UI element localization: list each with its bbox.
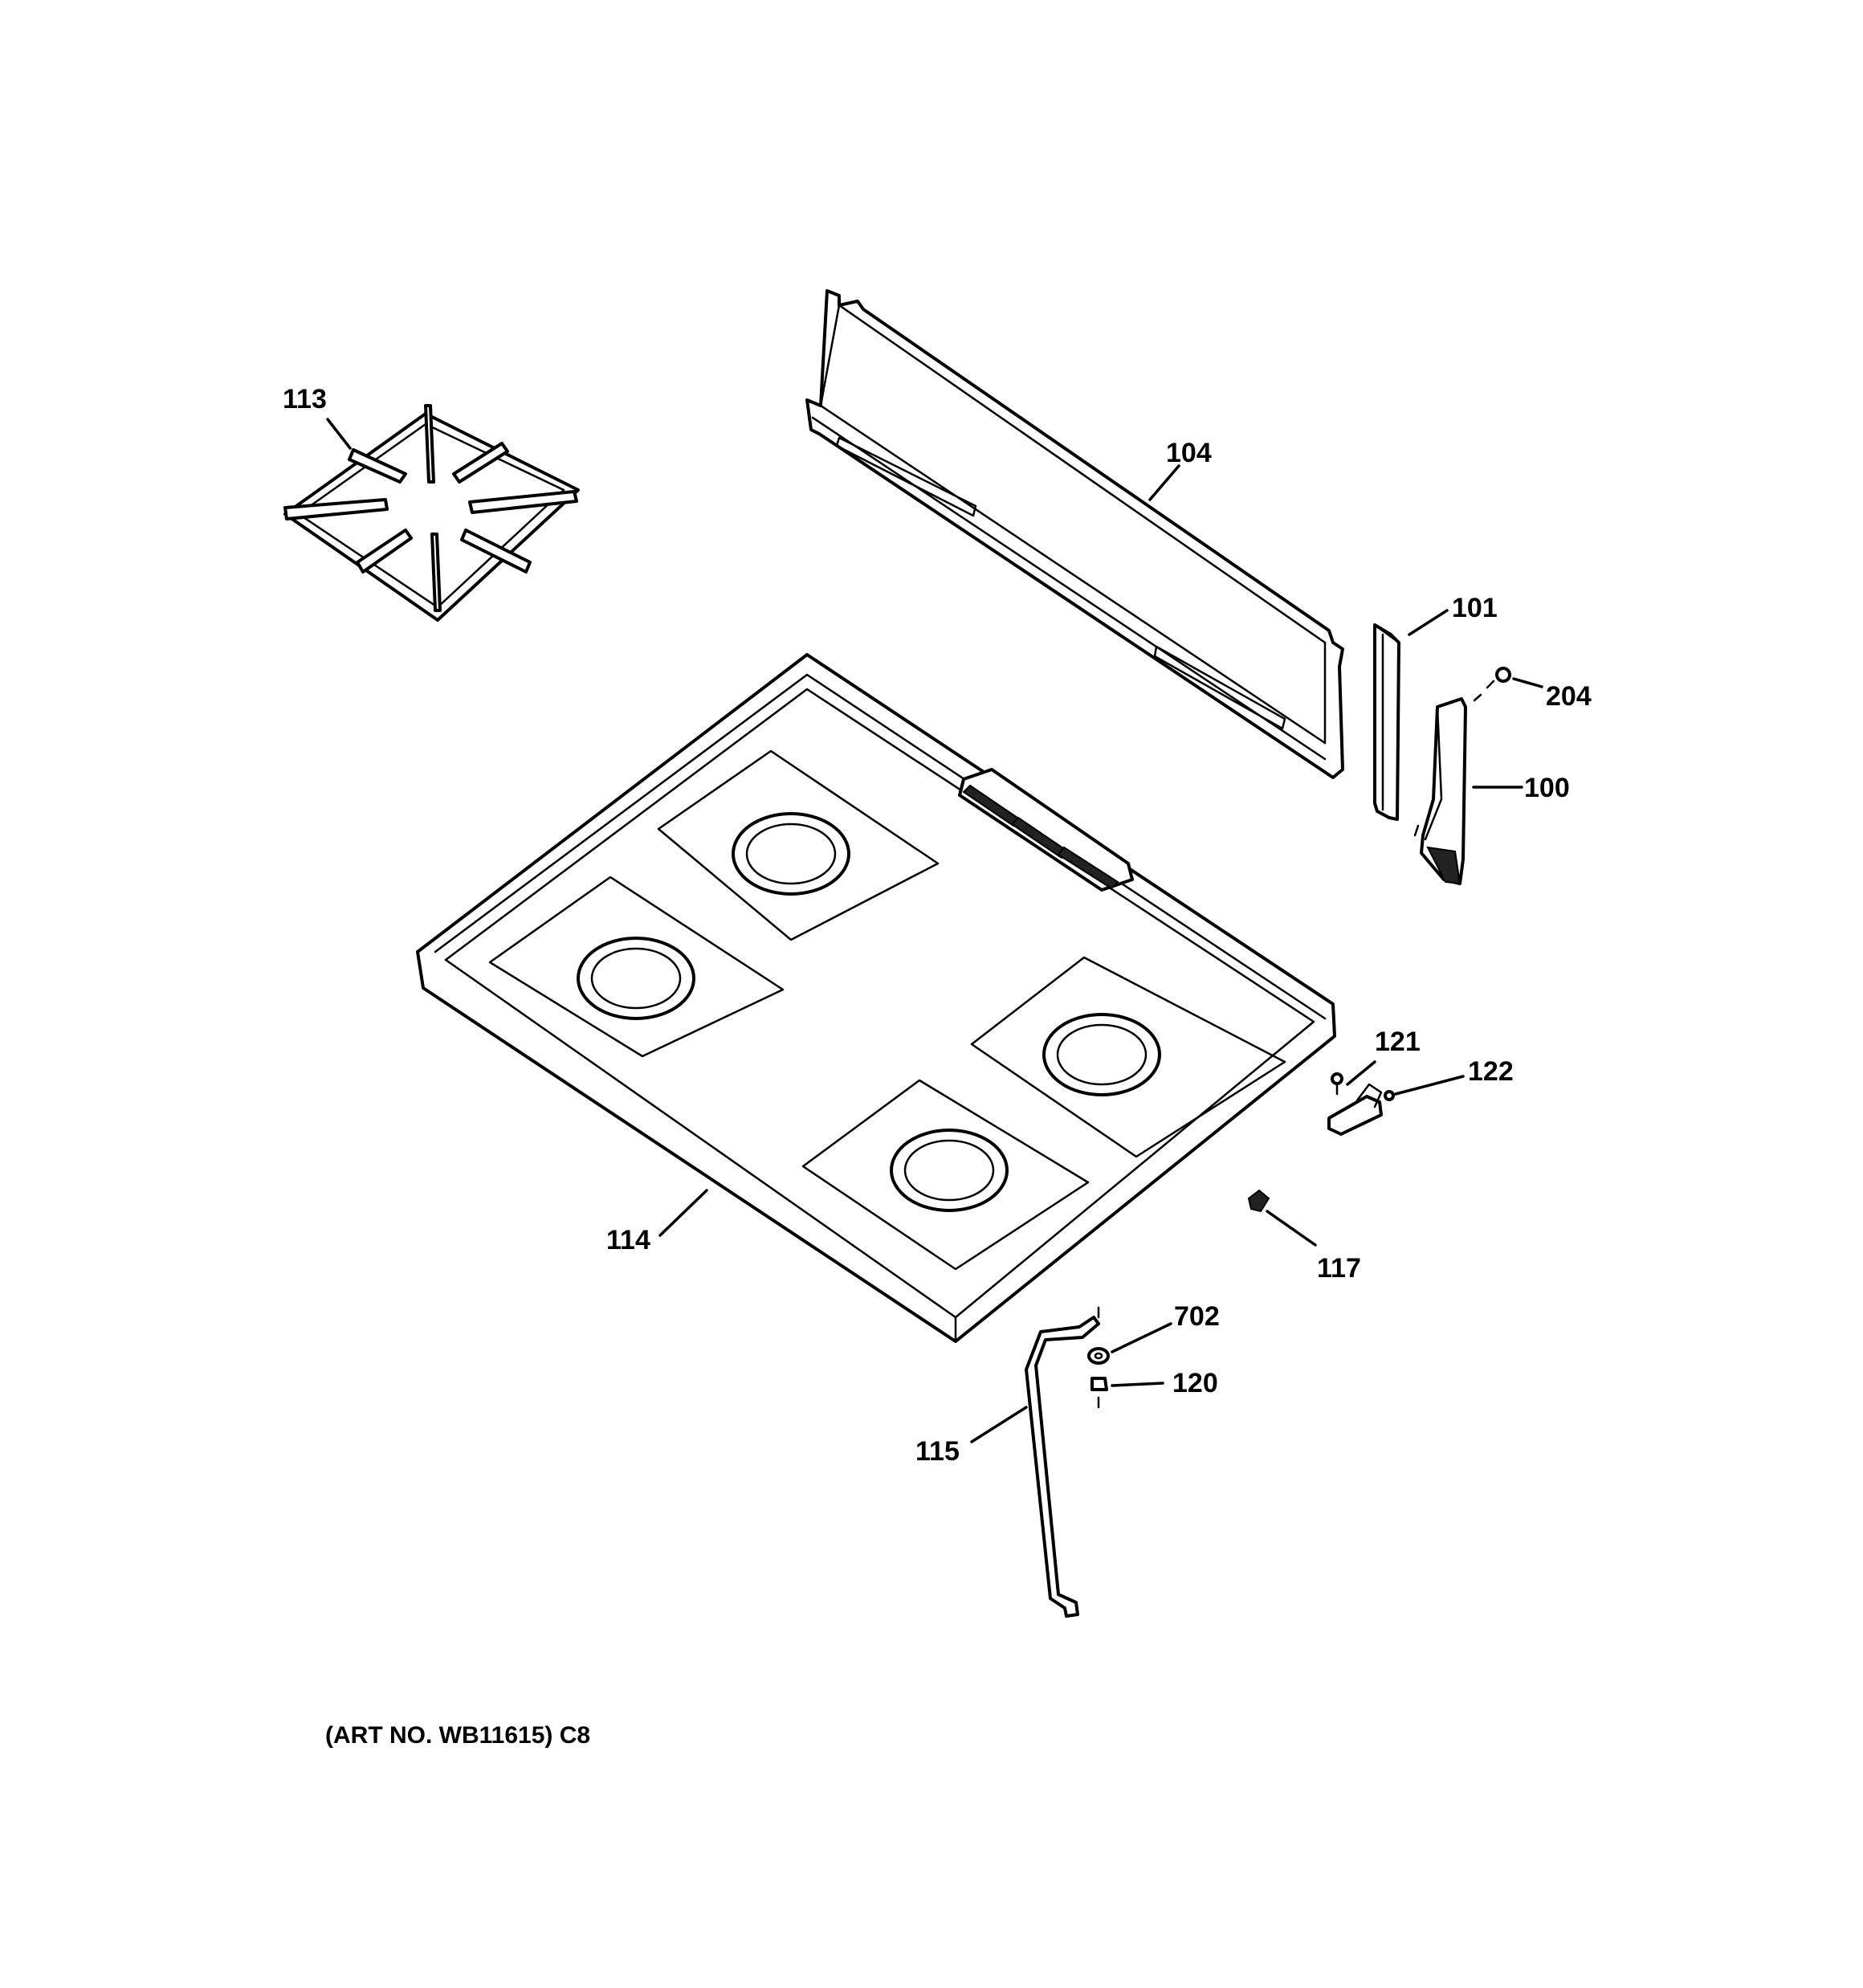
label-120: 120	[1172, 1368, 1218, 1398]
support-rod	[1025, 1306, 1100, 1618]
label-702: 702	[1174, 1301, 1220, 1332]
latch-122	[1327, 1083, 1395, 1136]
label-204: 204	[1546, 681, 1592, 712]
art-number-caption: (ART NO. WB11615) C8	[325, 1722, 590, 1749]
label-100: 100	[1524, 773, 1570, 803]
burner-grate	[283, 404, 580, 622]
end-bracket	[1373, 623, 1400, 821]
label-104: 104	[1166, 438, 1212, 468]
label-114: 114	[606, 1225, 650, 1255]
label-113: 113	[283, 384, 327, 414]
label-122: 122	[1468, 1056, 1514, 1087]
nut-120	[1090, 1377, 1108, 1409]
screw-204	[1473, 667, 1511, 702]
cooktop	[416, 653, 1336, 1343]
label-115: 115	[915, 1436, 960, 1467]
leader-lines	[326, 418, 1543, 1443]
grommet-117	[1247, 1189, 1270, 1213]
screw-121	[1331, 1072, 1343, 1096]
end-cap	[1413, 697, 1467, 885]
label-121: 121	[1375, 1027, 1421, 1057]
washer-702	[1087, 1347, 1110, 1365]
label-117: 117	[1317, 1253, 1361, 1284]
backguard	[805, 289, 1344, 779]
label-101: 101	[1452, 593, 1498, 623]
